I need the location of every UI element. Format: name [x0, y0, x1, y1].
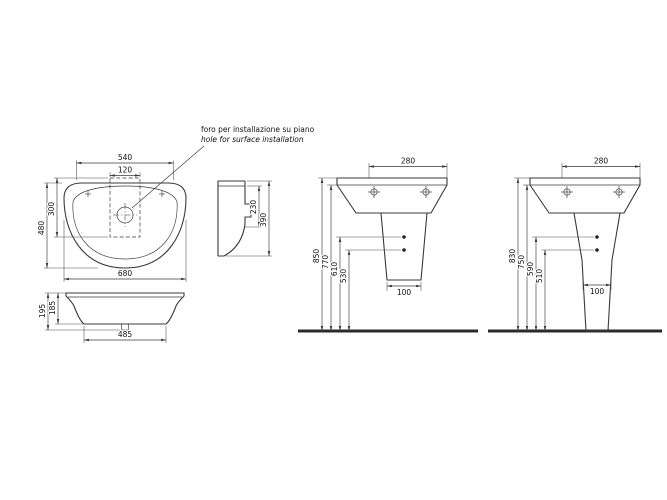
dim-830-label: 830	[508, 249, 517, 264]
annotation-line2: hole for surface installation	[201, 135, 304, 144]
dim-185-label: 185	[48, 301, 57, 316]
wall-fixing-dot	[595, 235, 599, 239]
tap-hole-mark-left	[85, 191, 91, 197]
dim-680-label: 680	[118, 269, 133, 278]
wall-fixing-dot	[402, 235, 406, 239]
dim-485-label: 485	[118, 330, 133, 339]
sink-outer-outline	[63, 182, 187, 269]
sink-side-outline	[336, 177, 448, 214]
half-pedestal-outline	[380, 212, 428, 281]
dim-530-label: 530	[339, 269, 348, 284]
annotation-line1: foro per installazione su piano	[201, 125, 315, 134]
annotation-leader-line	[131, 145, 205, 209]
tap-hole-mark-right	[159, 191, 165, 197]
side-profile-view: 230 390	[217, 180, 272, 257]
full-pedestal-outline	[573, 212, 621, 332]
half-pedestal-view: 280 850 770 610 530 100	[298, 155, 478, 333]
profile-outline	[217, 180, 252, 257]
wall-fixing-dot	[595, 248, 599, 252]
front-view: 195 185 485	[37, 292, 185, 343]
full-pedestal-view: 280 830 750 590 510 100	[488, 155, 662, 333]
dim-590-label: 590	[526, 262, 535, 277]
sink-front-outline	[65, 292, 185, 325]
fixing-hole-symbol	[420, 186, 432, 198]
dim-100-label: 100	[397, 288, 412, 297]
plan-view: 540 120 480 300 680	[36, 152, 187, 282]
sink-side-outline	[529, 177, 641, 214]
dim-750-label: 750	[517, 255, 526, 270]
dim-280-label: 280	[594, 157, 609, 166]
dim-195-label: 195	[38, 304, 47, 319]
fixing-hole-symbol	[613, 186, 625, 198]
dim-390-label: 390	[259, 213, 268, 228]
dim-610-label: 610	[330, 262, 339, 277]
dim-230-label: 230	[249, 200, 258, 215]
dim-300-label: 300	[47, 202, 56, 217]
installation-annotation: foro per installazione su piano hole for…	[131, 125, 315, 209]
dim-770-label: 770	[321, 255, 330, 270]
dim-100-label: 100	[590, 287, 605, 296]
dim-510-label: 510	[535, 269, 544, 284]
dim-540-label: 540	[118, 153, 133, 162]
fixing-hole-symbol	[561, 186, 573, 198]
wall-fixing-dot	[402, 248, 406, 252]
dim-280-label: 280	[401, 157, 416, 166]
surface-installation-cutout-dashed	[109, 177, 141, 238]
dim-120-label: 120	[118, 166, 133, 175]
sink-basin-inner-outline	[72, 185, 178, 260]
fixing-hole-symbol	[368, 186, 380, 198]
drain-stub	[121, 323, 129, 331]
dim-850-label: 850	[312, 249, 321, 264]
dim-480-label: 480	[37, 221, 46, 236]
